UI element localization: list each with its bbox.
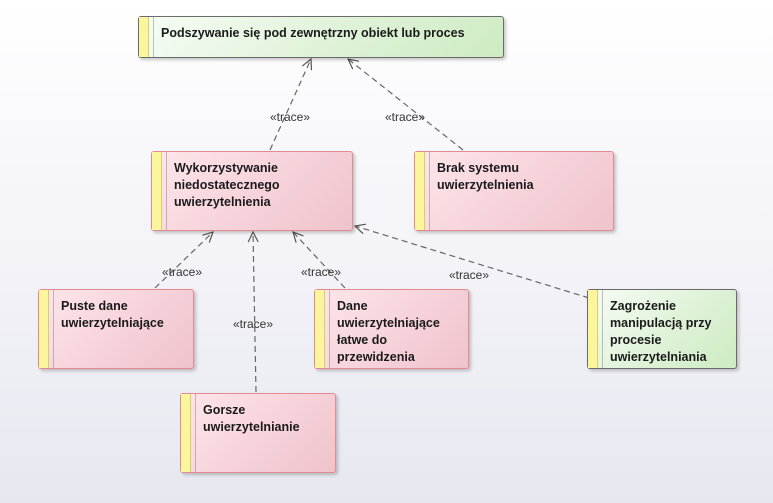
node-label: Zagrożenie manipulacją przy procesie uwi… xyxy=(610,299,712,364)
node-auth-manipulation[interactable]: Zagrożenie manipulacją przy procesie uwi… xyxy=(587,289,737,369)
node-stripe xyxy=(152,152,167,230)
node-label: Puste dane uwierzytelniające xyxy=(61,299,164,330)
trace-line-worse-to-insufficient xyxy=(253,232,256,393)
node-label: Gorsze uwierzytelnianie xyxy=(203,403,300,434)
node-stripe xyxy=(588,290,603,368)
node-stripe xyxy=(315,290,330,368)
node-stripe xyxy=(181,394,196,472)
node-empty-auth-data[interactable]: Puste dane uwierzytelniające xyxy=(38,289,194,369)
node-stripe xyxy=(139,17,154,57)
node-worse-auth[interactable]: Gorsze uwierzytelnianie xyxy=(180,393,336,473)
trace-label: «trace» xyxy=(270,110,311,124)
node-label: Brak systemu uwierzytelnienia xyxy=(437,161,534,192)
node-stripe xyxy=(415,152,430,230)
trace-line-predictable-to-insufficient xyxy=(293,232,346,289)
trace-line-empty-to-insufficient xyxy=(154,232,213,289)
node-label: Podszywanie się pod zewnętrzny obiekt lu… xyxy=(161,26,465,40)
node-no-auth-system[interactable]: Brak systemu uwierzytelnienia xyxy=(414,151,614,231)
trace-label: «trace» xyxy=(233,317,274,331)
trace-label: «trace» xyxy=(162,265,203,279)
node-stripe xyxy=(39,290,54,368)
node-label: Wykorzystywanie niedostatecznego uwierzy… xyxy=(174,161,280,209)
trace-line-insufficient-to-root xyxy=(269,59,311,151)
trace-line-noauth-to-root xyxy=(348,59,464,151)
node-root-threat[interactable]: Podszywanie się pod zewnętrzny obiekt lu… xyxy=(138,16,504,58)
trace-label: «trace» xyxy=(449,268,490,282)
node-predictable-auth-data[interactable]: Dane uwierzytelniające łatwe do przewidz… xyxy=(314,289,469,369)
trace-label: «trace» xyxy=(301,265,342,279)
trace-label: «trace» xyxy=(385,110,426,124)
trace-line-manipulation-to-insufficient xyxy=(355,226,590,299)
node-label: Dane uwierzytelniające łatwe do przewidz… xyxy=(337,299,440,364)
node-insufficient-auth[interactable]: Wykorzystywanie niedostatecznego uwierzy… xyxy=(151,151,353,231)
